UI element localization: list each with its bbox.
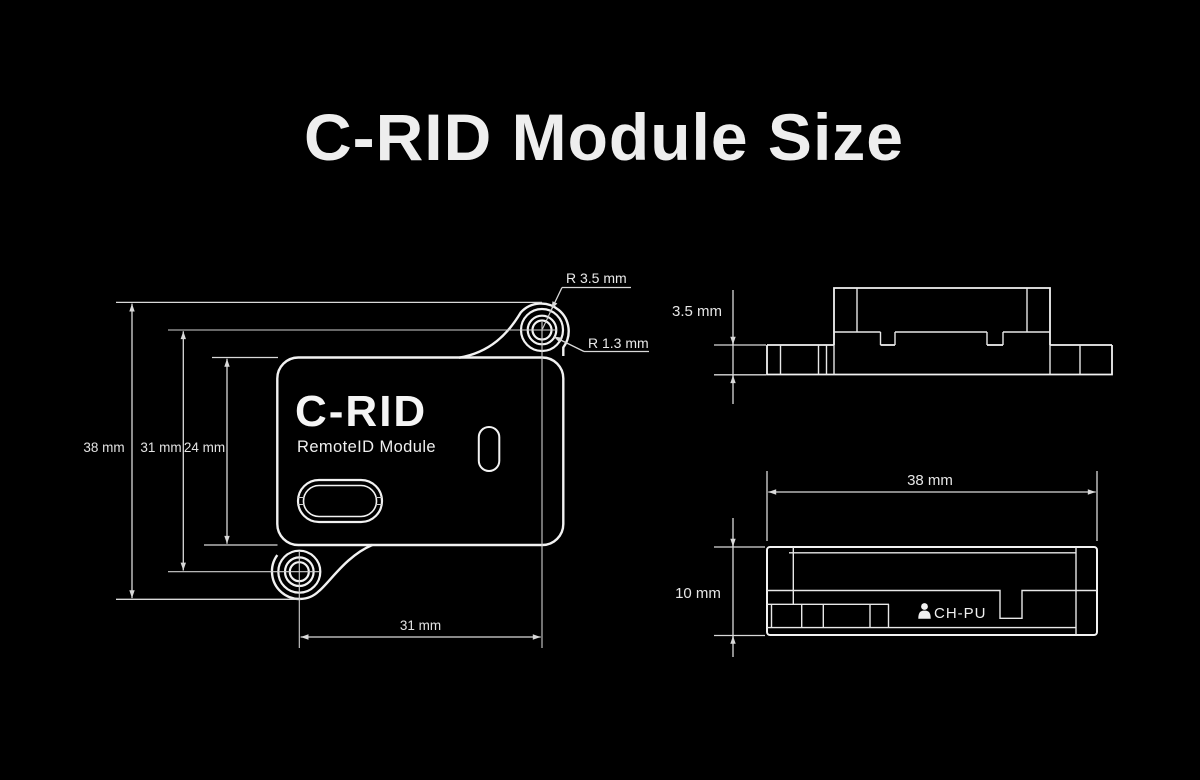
dim-label-body-height: 24 mm bbox=[184, 440, 225, 455]
brand-mark: CH-PU bbox=[918, 603, 986, 622]
dim-label-overall-width: 38 mm bbox=[907, 472, 953, 489]
module-logo: C-RID bbox=[295, 387, 427, 436]
module-subtitle: RemoteID Module bbox=[297, 438, 436, 456]
callout-ear-radius: R 3.5 mm bbox=[542, 270, 631, 330]
side-view-top-dimensions: 3.5 mm bbox=[672, 290, 766, 404]
front-view: C-RID RemoteID Module bbox=[270, 302, 570, 601]
dim-label-hole-spacing-horizontal: 31 mm bbox=[400, 618, 441, 633]
side-view-front-dimensions: 38 mm 10 mm bbox=[675, 471, 1098, 657]
usb-port-cutout bbox=[767, 589, 1097, 619]
callout-hole-radius: R 1.3 mm bbox=[553, 335, 649, 353]
person-icon bbox=[918, 603, 931, 619]
side-view-front: CH-PU bbox=[766, 546, 1098, 636]
mount-plate-outline bbox=[766, 344, 1113, 376]
svg-text:R 1.3 mm: R 1.3 mm bbox=[588, 335, 649, 351]
page-title: C-RID Module Size bbox=[304, 100, 904, 174]
usb-port bbox=[296, 478, 384, 524]
svg-text:R 3.5 mm: R 3.5 mm bbox=[566, 270, 627, 286]
led-slot bbox=[477, 426, 501, 472]
module-body-outline bbox=[276, 356, 565, 547]
mount-ear-top-right bbox=[458, 302, 570, 359]
dim-label-hole-spacing-vertical: 31 mm bbox=[140, 440, 181, 455]
mount-ear-bottom-left bbox=[270, 543, 373, 601]
side-view-top bbox=[766, 287, 1113, 376]
housing-outline bbox=[833, 287, 1051, 345]
dim-label-plate-thickness: 3.5 mm bbox=[672, 303, 722, 320]
brand-label: CH-PU bbox=[934, 605, 987, 622]
dim-label-side-height: 10 mm bbox=[675, 585, 721, 602]
front-view-dimensions: 38 mm 31 mm 24 mm 31 mm R 3.5 mm R 1.3 m… bbox=[83, 270, 649, 648]
dim-label-overall-height: 38 mm bbox=[83, 440, 124, 455]
